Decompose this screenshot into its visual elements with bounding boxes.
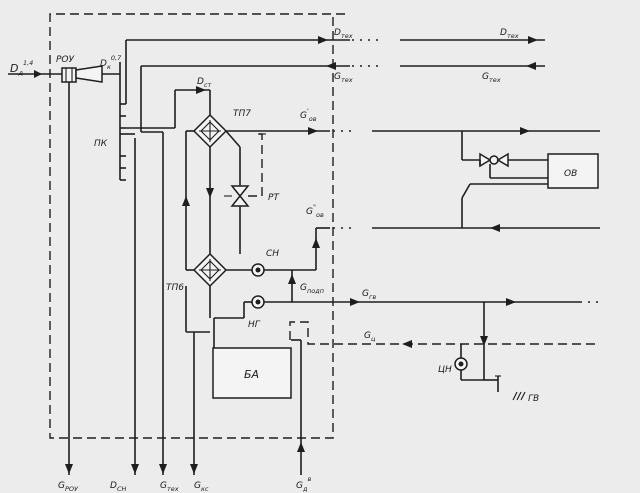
label-ba: БА [244, 368, 259, 381]
labels: Dд1,4 РОУ Dк0,7 ПК Dст ТП7 ТП6 РТ СН НГ … [10, 28, 577, 493]
makeup-line [288, 270, 296, 302]
label-pk: ПК [94, 139, 108, 149]
label-tsn: ЦН [438, 365, 452, 375]
label-rou: РОУ [56, 55, 75, 65]
label-gd: Gдв [296, 475, 311, 493]
tech-return-line [140, 62, 545, 475]
label-tp7: ТП7 [233, 109, 251, 119]
label-sn: СН [266, 249, 279, 259]
label-gv: ГВ [528, 394, 539, 404]
label-dtex-top: Dтех [334, 28, 353, 40]
label-dk: Dк0,7 [100, 54, 122, 71]
label-dst: Dст [197, 77, 212, 89]
label-gpodp: Gподп [300, 283, 324, 295]
groundwater-source [512, 391, 526, 401]
label-grou: GРОУ [58, 481, 79, 493]
label-gks: Gкс [194, 481, 209, 493]
label-gov1: G'ов [300, 107, 317, 123]
rt-regulator [224, 133, 266, 207]
label-ng: НГ [248, 320, 261, 330]
label-ov: ОВ [564, 169, 577, 179]
plant-boundary [49, 13, 345, 439]
tech-steam-line [125, 36, 545, 104]
bottom-outlets [190, 332, 198, 475]
heater-steam-line [126, 86, 211, 129]
label-rt: РТ [268, 193, 280, 203]
ov-consumer [461, 131, 599, 228]
recirculation-line [289, 302, 600, 392]
label-gtex-right: Gтех [482, 72, 501, 84]
heater-interconnect [182, 127, 600, 271]
heater-tp6 [192, 252, 228, 288]
ba-tank [212, 339, 305, 475]
sn-pump [226, 224, 600, 277]
label-dtex-right: Dтех [500, 28, 519, 40]
label-gts: Gц [364, 331, 376, 343]
label-gov2: G"ов [306, 203, 324, 219]
label-ggv: Gгв [362, 289, 376, 301]
hot-water-line [185, 286, 600, 348]
label-d-main: Dд1,4 [10, 59, 33, 77]
label-gtex-bot: Gтех [160, 481, 179, 493]
label-tp6: ТП6 [166, 283, 184, 293]
label-gtex-top: Gтех [334, 72, 353, 84]
heater-tp7 [192, 113, 228, 149]
pk-collector [119, 62, 139, 475]
rou-valve-station [8, 65, 120, 475]
label-dsn: DСН [110, 481, 126, 493]
